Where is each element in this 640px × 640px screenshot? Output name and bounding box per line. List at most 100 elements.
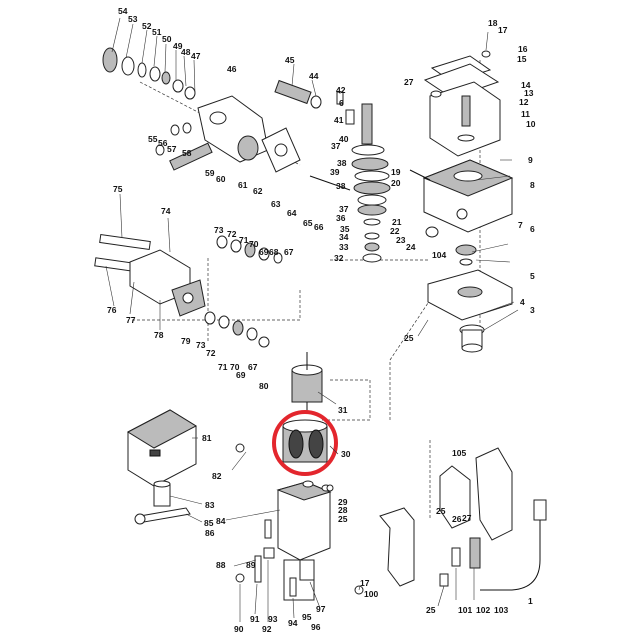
cylinder-housing	[409, 159, 514, 233]
part-label: 61	[238, 180, 248, 190]
part-label: 88	[216, 560, 226, 570]
part-label: 82	[212, 471, 222, 481]
field-coil	[282, 419, 328, 463]
part-label: 63	[271, 199, 281, 209]
part-label: 94	[288, 618, 298, 628]
part-label: 49	[173, 41, 183, 51]
part-label: 90	[234, 624, 244, 634]
part-label: 44	[309, 71, 319, 81]
part-label: 30	[341, 449, 351, 459]
part-label: 29	[338, 497, 348, 507]
part-label: 37	[331, 141, 341, 151]
part-label: 102	[476, 605, 490, 615]
grease-container	[153, 480, 171, 507]
part-label: 73	[196, 340, 206, 350]
carrying-case	[126, 409, 198, 487]
part-label: 69	[236, 370, 246, 380]
part-label: 1	[528, 596, 533, 606]
part-label: 79	[181, 336, 191, 346]
part-label: 57	[167, 144, 177, 154]
part-label: 8	[530, 180, 535, 190]
part-label: 16	[518, 44, 528, 54]
part-label: 3	[530, 305, 535, 315]
highlight-circle	[272, 410, 338, 476]
part-label: 34	[339, 232, 349, 242]
part-label: 65	[303, 218, 313, 228]
part-label: 103	[494, 605, 508, 615]
part-label: 70	[249, 239, 259, 249]
part-label: 19	[391, 167, 401, 177]
part-label: 33	[339, 242, 349, 252]
motor-housing	[276, 480, 332, 601]
part-label: 84	[216, 516, 226, 526]
part-label: 77	[126, 315, 136, 325]
handle-spacer-stack	[204, 235, 283, 348]
main-handle	[379, 447, 513, 587]
part-label: 100	[364, 589, 378, 599]
part-label: 18	[488, 18, 498, 28]
part-label: 51	[152, 27, 162, 37]
part-label: 64	[287, 208, 297, 218]
part-label: 89	[246, 560, 256, 570]
part-label: 46	[227, 64, 237, 74]
part-label: 22	[390, 226, 400, 236]
gear-stack-center	[309, 144, 391, 263]
side-handle-assembly	[94, 233, 206, 317]
part-label: 83	[205, 500, 215, 510]
part-label: 24	[406, 242, 416, 252]
part-label: 71	[218, 362, 228, 372]
part-label: 5	[530, 271, 535, 281]
part-label: 25	[426, 605, 436, 615]
part-label: 40	[339, 134, 349, 144]
part-label: 75	[113, 184, 123, 194]
part-label: 53	[128, 14, 138, 24]
part-label: 73	[214, 225, 224, 235]
part-label: 38	[337, 158, 347, 168]
part-label: 47	[191, 51, 201, 61]
part-label: 76	[107, 305, 117, 315]
part-label: 69	[259, 247, 269, 257]
cylinder-base-plate	[427, 269, 513, 353]
part-label: 28	[338, 505, 348, 515]
part-label: 96	[311, 622, 321, 632]
part-label: 6	[530, 224, 535, 234]
part-label: 17	[360, 578, 370, 588]
part-label: 13	[524, 88, 534, 98]
part-label: 68	[269, 247, 279, 257]
part-label: 38	[336, 181, 346, 191]
part-label: 85	[204, 518, 214, 528]
part-label: 7	[518, 220, 523, 230]
part-label: 21	[392, 217, 402, 227]
armature-rotor	[291, 352, 323, 412]
cylinder-bearing-parts	[425, 226, 477, 266]
cylinder-cap-assembly	[423, 50, 501, 157]
part-label: 42	[336, 85, 346, 95]
power-cord	[469, 499, 547, 591]
top-left-gear-stack	[102, 47, 196, 100]
part-label: 60	[216, 174, 226, 184]
part-label: 91	[250, 614, 260, 624]
part-label: 70	[230, 362, 240, 372]
part-label: 52	[142, 21, 152, 31]
part-label: 36	[336, 213, 346, 223]
leader-lines	[105, 17, 519, 622]
part-label: 41	[334, 115, 344, 125]
small-hardware	[235, 443, 461, 597]
part-label: 74	[161, 206, 171, 216]
part-label: 101	[458, 605, 472, 615]
part-label: 25	[404, 333, 414, 343]
part-label: 31	[338, 405, 348, 415]
part-label: 37	[339, 204, 349, 214]
gear-shaft	[155, 122, 213, 171]
part-label: 9	[528, 155, 533, 165]
part-label: 54	[118, 6, 128, 16]
part-label: 56	[158, 138, 168, 148]
part-label: 25	[436, 506, 446, 516]
part-label: 81	[202, 433, 212, 443]
part-label: 23	[396, 235, 406, 245]
part-label: 32	[334, 253, 344, 263]
flange-plate	[261, 127, 301, 173]
part-label: 105	[452, 448, 466, 458]
part-label: 4	[520, 297, 525, 307]
